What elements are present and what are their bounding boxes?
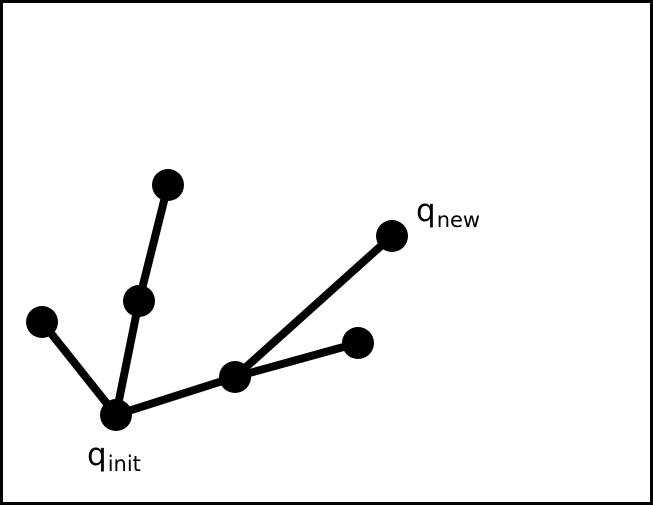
- node-q-new: [376, 220, 408, 252]
- label-q-new: qnew: [416, 193, 480, 232]
- edge-branch-right: [231, 339, 362, 381]
- label-q-init: qinit: [87, 437, 141, 476]
- tree-nodes: [26, 169, 408, 431]
- edge-branch-new: [231, 232, 396, 381]
- node-top: [152, 169, 184, 201]
- node-left: [26, 306, 58, 338]
- node-branch: [219, 361, 251, 393]
- label-q-new-main: q: [416, 193, 436, 229]
- edge-init-middle: [112, 297, 143, 419]
- edge-init-branch: [112, 373, 239, 419]
- label-q-new-subscript: new: [437, 208, 480, 232]
- edge-init-left: [38, 318, 120, 419]
- edge-middle-top: [135, 181, 172, 305]
- node-q-init: [100, 399, 132, 431]
- label-q-init-subscript: init: [108, 452, 141, 476]
- node-right: [342, 327, 374, 359]
- label-q-init-main: q: [87, 437, 107, 473]
- node-middle: [123, 285, 155, 317]
- tree-edges: [38, 181, 396, 419]
